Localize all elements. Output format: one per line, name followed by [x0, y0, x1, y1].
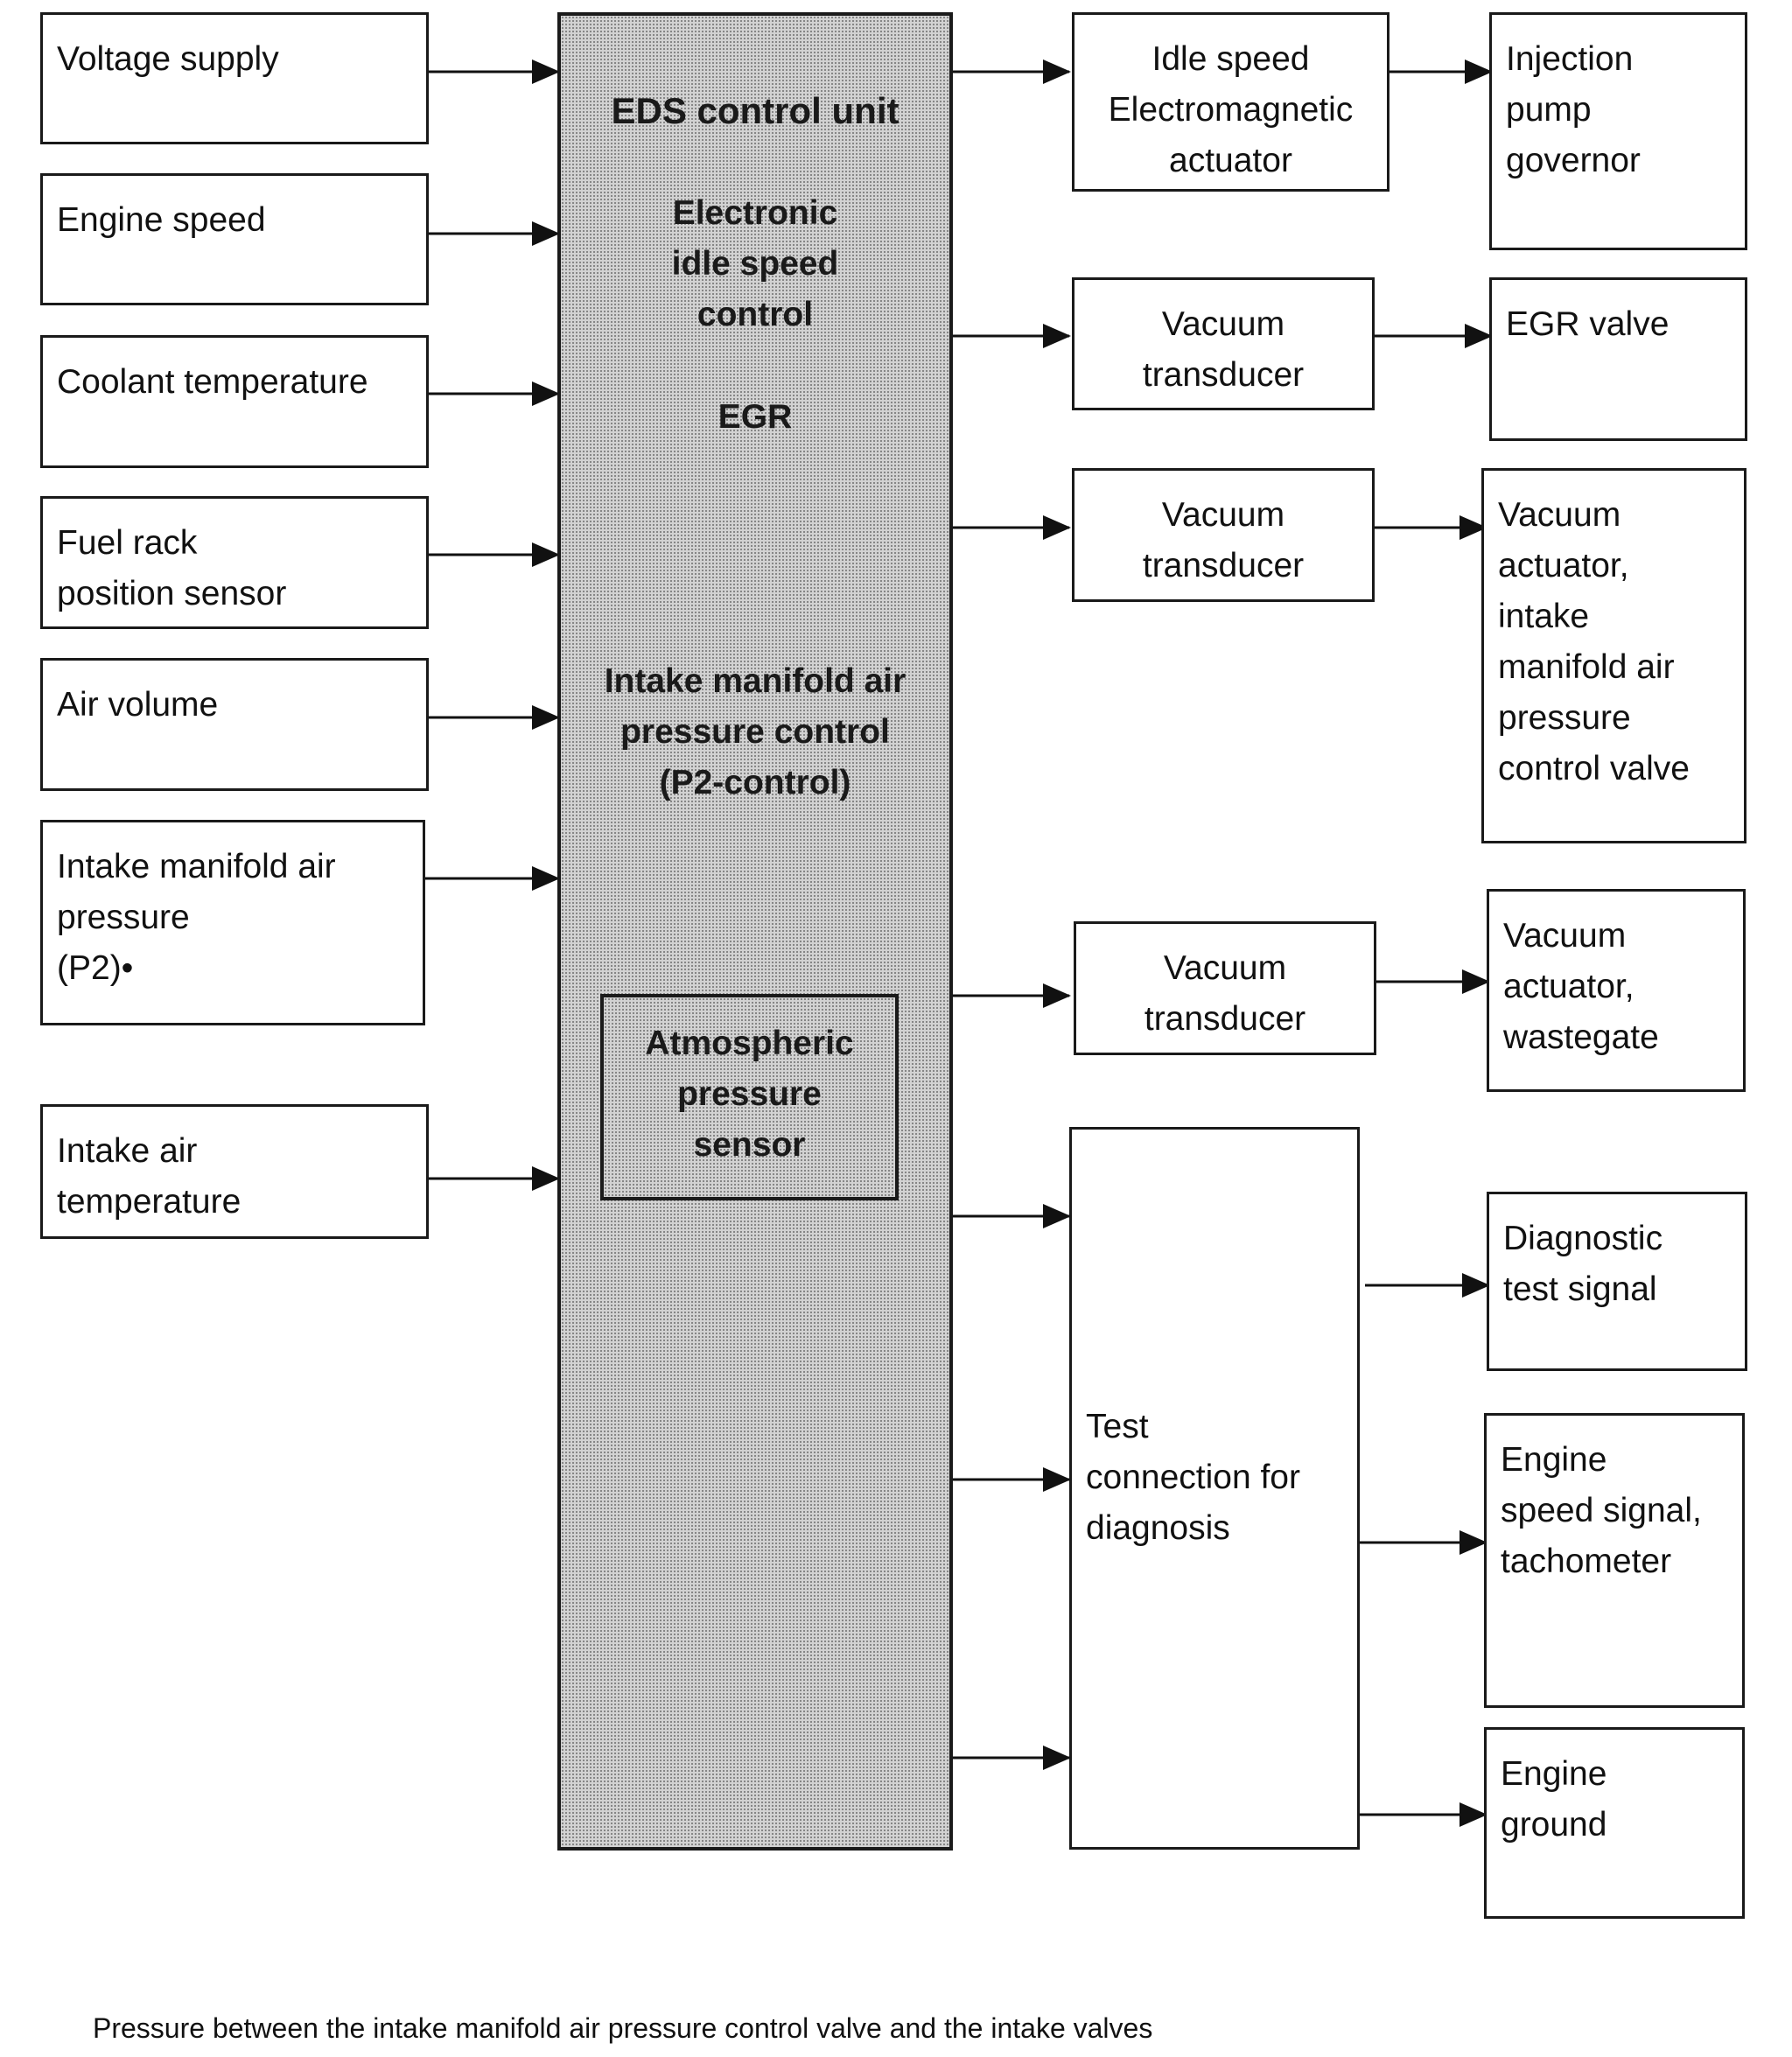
test-connection-for-diagnosis: Test connection for diagnosis: [1069, 1127, 1360, 1850]
transducer-1-line-1: Vacuum: [1161, 305, 1285, 343]
transducer-1-line-2: transducer: [1142, 356, 1305, 394]
idle-control-line-2: idle speed: [671, 245, 839, 283]
input-intake-air-temperature: Intake air temperature: [40, 1104, 429, 1239]
vacuum-intake-line-2: actuator,: [1498, 547, 1629, 584]
egr-label: EGR: [718, 398, 793, 436]
engine-speed-signal-tachometer: Engine speed signal, tachometer: [1484, 1413, 1745, 1708]
atmospheric-line-2: pressure: [677, 1075, 822, 1113]
wastegate-line-3: wastegate: [1503, 1018, 1659, 1056]
test-connection-line-2: connection for: [1086, 1459, 1300, 1496]
input-intake-pressure-line-2: pressure: [57, 899, 190, 936]
input-intake-pressure-line-1: Intake manifold air: [57, 848, 336, 885]
injection-pump-line-2: pump: [1506, 91, 1592, 129]
atmospheric-line-1: Atmospheric: [645, 1025, 854, 1062]
wastegate-line-1: Vacuum: [1503, 917, 1627, 955]
vacuum-intake-line-4: manifold air: [1498, 648, 1675, 686]
vacuum-intake-line-1: Vacuum: [1498, 496, 1621, 534]
input-engine-speed-label: Engine speed: [57, 201, 266, 239]
transducer-3-line-1: Vacuum: [1163, 949, 1287, 987]
vacuum-intake-line-5: pressure: [1498, 699, 1631, 737]
eds-control-unit: EDS control unit Electronic idle speed c…: [557, 12, 953, 1851]
input-intake-manifold-pressure: Intake manifold air pressure (P2)•: [40, 820, 425, 1025]
vacuum-transducer-2: Vacuum transducer: [1072, 468, 1375, 602]
idle-actuator-line-2: Electromagnetic: [1108, 91, 1354, 129]
engine-ground: Engine ground: [1484, 1727, 1745, 1919]
vacuum-actuator-intake-valve: Vacuum actuator, intake manifold air pre…: [1481, 468, 1746, 843]
atmospheric-line-3: sensor: [693, 1126, 806, 1164]
input-air-volume: Air volume: [40, 658, 429, 791]
speed-signal-line-2: speed signal,: [1501, 1492, 1702, 1529]
control-unit-title: EDS control unit: [611, 90, 900, 131]
transducer-3-line-2: transducer: [1144, 1000, 1306, 1038]
transducer-2-line-1: Vacuum: [1161, 496, 1285, 534]
input-voltage-supply-label: Voltage supply: [57, 40, 279, 78]
input-intake-pressure-line-3: (P2)•: [57, 949, 134, 987]
egr-valve: EGR valve: [1489, 277, 1747, 441]
input-engine-speed: Engine speed: [40, 173, 429, 305]
input-coolant-temperature: Coolant temperature: [40, 335, 429, 468]
vacuum-intake-line-6: control valve: [1498, 750, 1690, 787]
wastegate-line-2: actuator,: [1503, 968, 1634, 1005]
test-connection-line-1: Test: [1086, 1408, 1149, 1445]
p2-control-line-1: Intake manifold air: [604, 662, 906, 700]
input-fuel-rack-line-2: position sensor: [57, 575, 287, 612]
vacuum-transducer-3: Vacuum transducer: [1074, 921, 1376, 1055]
input-intake-air-temp-line-1: Intake air: [57, 1132, 198, 1170]
atmospheric-pressure-sensor: Atmospheric pressure sensor: [600, 994, 899, 1200]
engine-ground-line-2: ground: [1501, 1806, 1607, 1844]
vacuum-intake-line-3: intake: [1498, 598, 1590, 635]
diagnostic-line-2: test signal: [1503, 1270, 1657, 1308]
injection-pump-line-3: governor: [1506, 142, 1641, 179]
input-coolant-temperature-label: Coolant temperature: [57, 363, 368, 401]
idle-speed-electromagnetic-actuator: Idle speed Electromagnetic actuator: [1072, 12, 1390, 192]
transducer-2-line-2: transducer: [1142, 547, 1305, 584]
footnote: Pressure between the intake manifold air…: [93, 2012, 1153, 2044]
p2-control-line-3: (P2-control): [659, 764, 851, 801]
injection-pump-governor: Injection pump governor: [1489, 12, 1747, 250]
speed-signal-line-3: tachometer: [1501, 1543, 1672, 1580]
p2-control-line-2: pressure control: [620, 713, 890, 751]
input-fuel-rack-position-sensor: Fuel rack position sensor: [40, 496, 429, 629]
injection-pump-line-1: Injection: [1506, 40, 1634, 78]
diagnostic-test-signal: Diagnostic test signal: [1487, 1192, 1747, 1371]
idle-actuator-line-3: actuator: [1169, 142, 1292, 179]
idle-control-line-3: control: [696, 296, 814, 333]
diagnostic-line-1: Diagnostic: [1503, 1220, 1663, 1257]
input-air-volume-label: Air volume: [57, 686, 219, 724]
idle-actuator-line-1: Idle speed: [1152, 40, 1310, 78]
input-intake-air-temp-line-2: temperature: [57, 1183, 242, 1221]
speed-signal-line-1: Engine: [1501, 1441, 1607, 1479]
engine-ground-line-1: Engine: [1501, 1755, 1607, 1793]
input-voltage-supply: Voltage supply: [40, 12, 429, 144]
idle-control-line-1: Electronic: [672, 194, 838, 232]
input-fuel-rack-line-1: Fuel rack: [57, 524, 198, 562]
vacuum-actuator-wastegate: Vacuum actuator, wastegate: [1487, 889, 1746, 1092]
egr-valve-label: EGR valve: [1506, 305, 1670, 343]
vacuum-transducer-1: Vacuum transducer: [1072, 277, 1375, 410]
test-connection-line-3: diagnosis: [1086, 1509, 1230, 1547]
